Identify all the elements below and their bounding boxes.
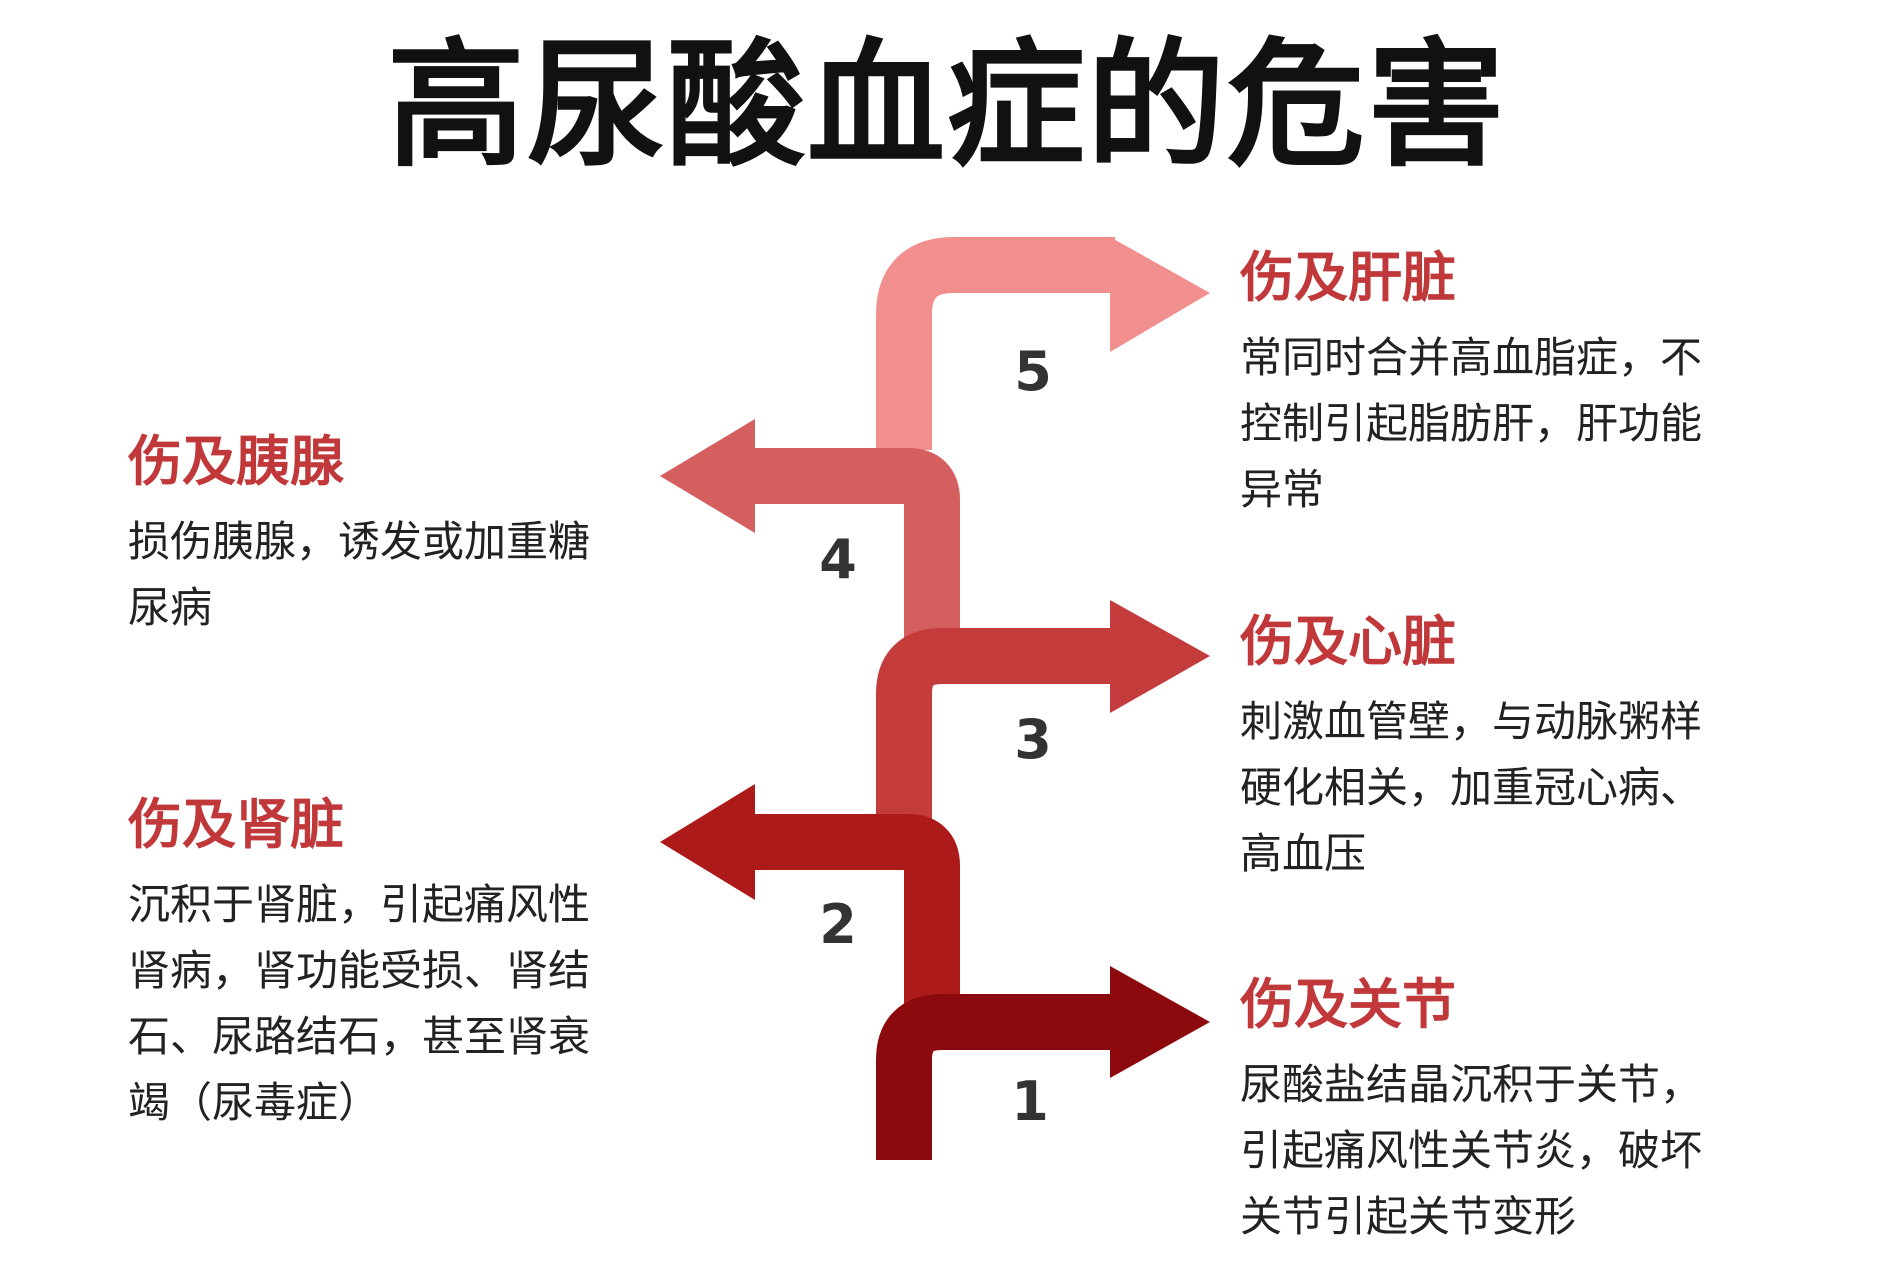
stage-3-line-1: 刺激血管壁，与动脉粥样 [1240, 697, 1703, 747]
stage-4-arrow [660, 419, 960, 680]
stage-3-number: 3 [1014, 708, 1052, 771]
stage-3-arrowhead [1110, 600, 1210, 713]
stage-2-arrow [660, 784, 960, 1040]
stage-4-arrowhead [660, 419, 755, 533]
stage-5-heading: 伤及肝脏 [1240, 246, 1456, 309]
stage-1-line-3: 关节引起关节变形 [1240, 1192, 1577, 1242]
stage-2-arrowhead [660, 784, 755, 900]
stage-4-body: 损伤胰腺，诱发或加重糖 尿病 [128, 509, 628, 641]
stage-4-line-2: 尿病 [128, 583, 213, 633]
stage-3-heading: 伤及心脏 [1240, 610, 1456, 673]
stage-5-line-1: 常同时合并高血脂症，不 [1240, 333, 1703, 383]
stage-3-description: 伤及心脏 刺激血管壁，与动脉粥样 硬化相关，加重冠心病、 高血压 [1240, 612, 1760, 887]
stage-4-trunk [745, 448, 960, 680]
stage-1-line-1: 尿酸盐结晶沉积于关节， [1240, 1060, 1703, 1110]
stage-5-line-2: 控制引起脂肪肝，肝功能 [1240, 399, 1703, 449]
stage-5-arrow [876, 237, 1210, 450]
stage-2-body: 沉积于肾脏，引起痛风性 肾病，肾功能受损、肾结 石、尿路结石，甚至肾衰 竭（尿毒… [128, 872, 628, 1136]
stage-1-number: 1 [1011, 1070, 1049, 1133]
stage-1-trunk [876, 994, 1115, 1160]
stage-3-line-2: 硬化相关，加重冠心病、 [1240, 763, 1703, 813]
stage-3-arrow [876, 600, 1210, 840]
stage-1-arrowhead [1110, 966, 1210, 1078]
stage-4-description: 伤及胰腺 损伤胰腺，诱发或加重糖 尿病 [128, 432, 628, 641]
stage-5-body: 常同时合并高血脂症，不 控制引起脂肪肝，肝功能 异常 [1240, 325, 1760, 523]
stage-5-trunk [876, 237, 1115, 450]
stage-2-line-1: 沉积于肾脏，引起痛风性 [128, 880, 591, 930]
stage-2-line-4: 竭（尿毒症） [128, 1078, 381, 1128]
stage-1-line-2: 引起痛风性关节炎，破坏 [1240, 1126, 1703, 1176]
stage-1-heading: 伤及关节 [1240, 973, 1456, 1036]
stage-2-line-2: 肾病，肾功能受损、肾结 [128, 946, 591, 996]
stage-4-number: 4 [819, 528, 857, 591]
stage-5-description: 伤及肝脏 常同时合并高血脂症，不 控制引起脂肪肝，肝功能 异常 [1240, 248, 1760, 523]
stage-3-trunk [876, 628, 1115, 840]
stage-5-arrowhead [1110, 237, 1210, 352]
stage-2-number: 2 [819, 893, 857, 956]
stage-3-body: 刺激血管壁，与动脉粥样 硬化相关，加重冠心病、 高血压 [1240, 689, 1760, 887]
stage-4-line-1: 损伤胰腺，诱发或加重糖 [128, 517, 591, 567]
stage-1-arrow [876, 966, 1210, 1160]
page-title: 高尿酸血症的危害 [386, 25, 1507, 186]
stage-4-heading: 伤及胰腺 [128, 430, 344, 493]
stage-5-number: 5 [1014, 340, 1052, 403]
stage-1-body: 尿酸盐结晶沉积于关节， 引起痛风性关节炎，破坏 关节引起关节变形 [1240, 1052, 1760, 1250]
stage-2-heading: 伤及肾脏 [128, 793, 344, 856]
stage-2-line-3: 石、尿路结石，甚至肾衰 [128, 1012, 591, 1062]
stage-3-line-3: 高血压 [1240, 829, 1367, 879]
stage-2-description: 伤及肾脏 沉积于肾脏，引起痛风性 肾病，肾功能受损、肾结 石、尿路结石，甚至肾衰… [128, 795, 628, 1136]
stage-5-line-3: 异常 [1240, 465, 1325, 515]
stage-2-trunk [745, 814, 960, 1040]
stage-1-description: 伤及关节 尿酸盐结晶沉积于关节， 引起痛风性关节炎，破坏 关节引起关节变形 [1240, 975, 1760, 1250]
